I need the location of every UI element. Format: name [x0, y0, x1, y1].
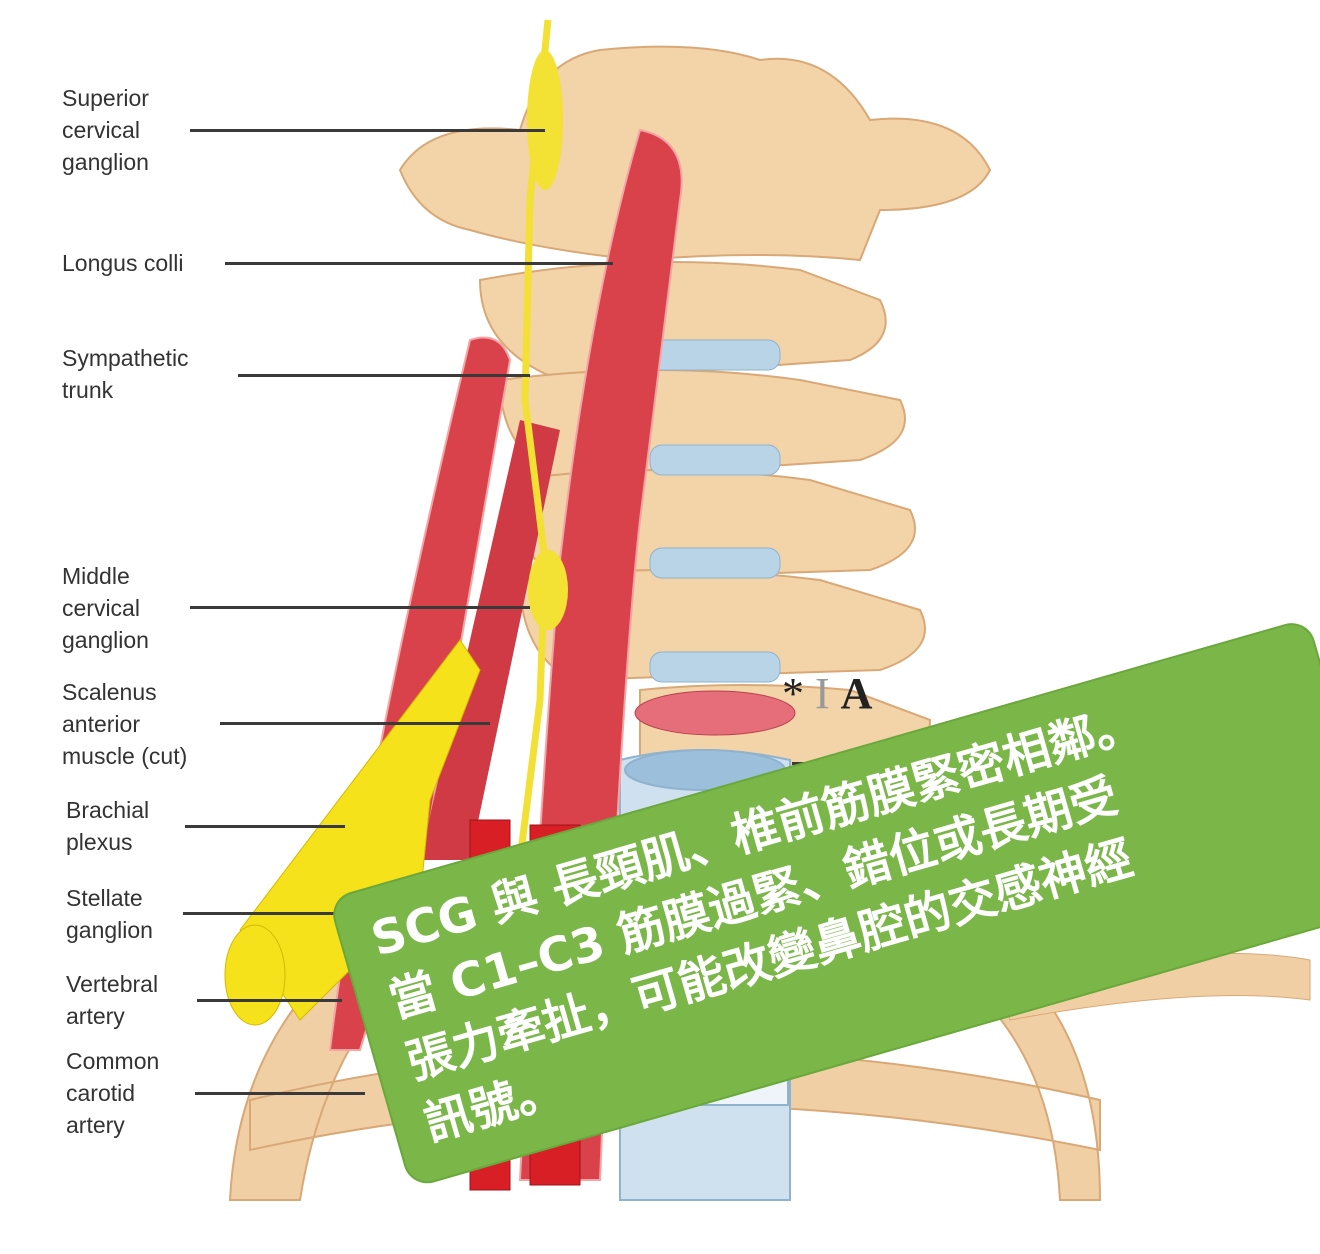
label-vertebral-artery: Vertebral artery [66, 971, 159, 1029]
esophagus-cut [634, 690, 796, 736]
intervertebral-discs [649, 339, 781, 683]
figure-marker: * I A [782, 668, 872, 719]
leader-line [238, 374, 530, 377]
brachial-plexus [239, 639, 481, 1021]
leader-line [185, 825, 345, 828]
label-sympathetic-trunk: Sympathetic trunk [62, 345, 189, 403]
label-brachial-plexus: Brachial plexus [66, 797, 150, 855]
leader-line [183, 912, 383, 915]
leader-line [225, 262, 613, 265]
label-stellate-ganglion: Stellate ganglion [66, 885, 153, 943]
marker-bar: I [815, 669, 830, 718]
leader-line [195, 1092, 365, 1095]
label-common-carotid-artery: Common carotid artery [66, 1048, 160, 1138]
atlas-vertebra [398, 45, 992, 262]
superior-cervical-ganglion [527, 50, 563, 190]
marker-letter: A [840, 669, 873, 718]
leader-line [190, 606, 530, 609]
leader-line [197, 999, 342, 1002]
leader-line [220, 722, 490, 725]
label-longus-colli: Longus colli [62, 250, 184, 276]
scalenus-muscle [420, 420, 560, 860]
marker-asterisk: * [782, 669, 804, 718]
label-scalenus-anterior: Scalenus anterior muscle (cut) [62, 679, 188, 769]
leader-line [190, 129, 545, 132]
label-superior-cervical-ganglion: Superior cervical ganglion [62, 85, 149, 175]
middle-cervical-ganglion [528, 550, 568, 630]
label-middle-cervical-ganglion: Middle cervical ganglion [62, 563, 149, 653]
